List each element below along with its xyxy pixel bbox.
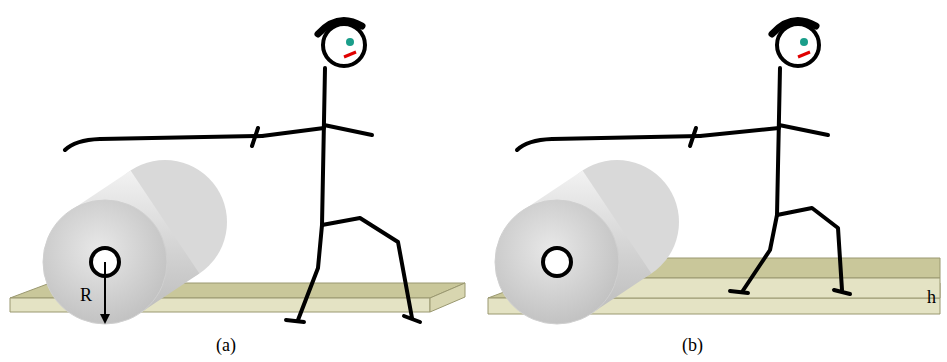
cylinder bbox=[43, 160, 227, 324]
panel-label: (b) bbox=[682, 336, 703, 354]
radius-label: R bbox=[80, 286, 92, 304]
panel-label: (a) bbox=[216, 336, 236, 354]
stick-figure bbox=[517, 21, 850, 294]
stick-figure bbox=[65, 21, 420, 322]
dimension-label: h bbox=[927, 288, 936, 306]
cylinder bbox=[495, 160, 679, 324]
